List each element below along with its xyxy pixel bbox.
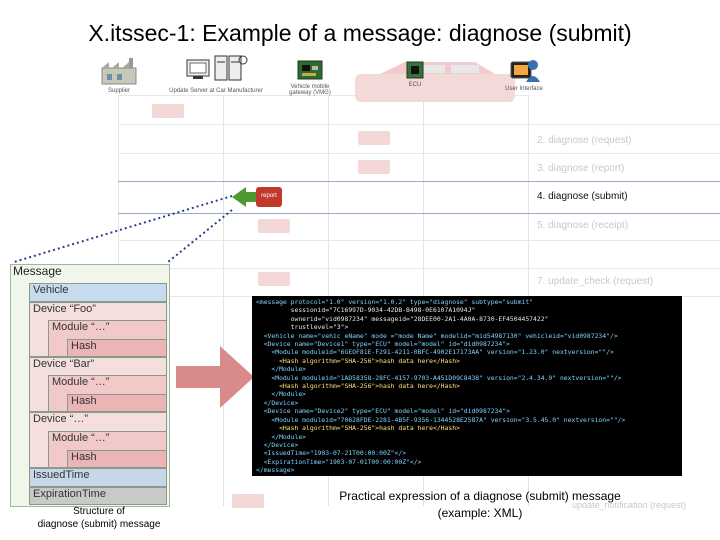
transform-arrow <box>176 346 254 408</box>
step-label-active: 4. diagnose (submit) <box>537 191 628 202</box>
highlighted-step-row <box>118 181 720 214</box>
xml-line: </Module> <box>256 390 307 399</box>
structure-device-label: Device “Bar” <box>33 358 95 370</box>
caption-line: Structure of <box>73 506 125 517</box>
xml-line: </message> <box>256 466 295 475</box>
structure-hash: Hash <box>67 450 167 468</box>
step-label: 3. diagnose (report) <box>537 163 625 174</box>
report-arrow-label: report <box>261 193 277 199</box>
xml-line: ownerid="vid0987234" messageid="28DEE00-… <box>256 314 549 323</box>
step-label: 2. diagnose (request) <box>537 135 632 146</box>
row-separator <box>118 240 720 241</box>
actor-label: Vehicle mobile gateway (VMG) <box>289 84 331 96</box>
faint-message-arrow <box>358 131 390 145</box>
row-separator <box>118 268 720 269</box>
xml-code-block: <message protocol="1.0" version="1.0.2" … <box>252 296 682 476</box>
xml-line: <ExpirationTime>"1903-07-01T00:00:00Z"</… <box>256 457 422 466</box>
factory-icon <box>101 58 137 85</box>
caption-line: (example: XML) <box>437 506 523 520</box>
step-label: 7. update_check (request) <box>537 276 654 287</box>
actor-supplier: Supplier <box>95 56 143 94</box>
structure-module-label: Module “…” <box>52 432 110 444</box>
structure-caption: Structure of diagnose (submit) message <box>10 505 188 531</box>
structure-device-label: Device “Foo” <box>33 303 96 315</box>
structure-module-label: Module “…” <box>52 376 110 388</box>
page-title: X.itssec-1: Example of a message: diagno… <box>88 20 632 46</box>
caption-line: Practical expression of a diagnose (subm… <box>339 489 621 503</box>
user-screen-icon <box>510 60 540 82</box>
xml-line: </Device> <box>256 440 299 449</box>
row-separator <box>118 124 720 125</box>
structure-hash: Hash <box>67 394 167 412</box>
faint-message-arrow <box>232 494 264 508</box>
xml-line: </Module> <box>256 365 307 374</box>
faint-message-arrow <box>258 219 290 233</box>
faint-message-arrow <box>358 160 390 174</box>
structure-vehicle: Vehicle <box>29 283 167 302</box>
xml-line: <Hash algorithm="SHA-256">hash data here… <box>256 424 460 433</box>
xml-line: <Module moduleid="6GEOF81E-F291-4211-0BF… <box>256 348 614 357</box>
xml-line: <IssuedTime>"1903-07-21T00:00:00Z"</> <box>256 449 407 458</box>
xml-line: <Hash algorithm="SHA-256">hash data here… <box>256 356 460 365</box>
actor-label: ECU <box>408 82 422 88</box>
xml-line: <Module moduleid="1AD58358-28FC-4157-970… <box>256 373 622 382</box>
actor-label: Update Server at Car Manufacturer <box>169 88 263 94</box>
xml-line: <Hash algorithm="SHA-256">hash data here… <box>256 382 460 391</box>
xml-line: trustlevel="3"> <box>256 323 349 332</box>
xml-caption: Practical expression of a diagnose (subm… <box>300 488 660 522</box>
row-separator <box>118 153 720 154</box>
caption-line: diagnose (submit) message <box>37 519 161 530</box>
xml-line: <Module moduleid="70628FDE-2281-4B5F-935… <box>256 415 626 424</box>
structure-expiration-time: ExpirationTime <box>29 487 167 505</box>
faint-message-arrow <box>258 272 290 286</box>
circuit-board-icon <box>297 60 323 80</box>
xml-line: </Module> <box>256 432 307 441</box>
structure-hash: Hash <box>67 339 167 357</box>
structure-message-label: Message <box>13 264 62 278</box>
chip-icon <box>406 61 424 79</box>
structure-issued-time: IssuedTime <box>29 468 167 487</box>
actor-ecu: ECU <box>398 60 432 88</box>
structure-module-label: Module “…” <box>52 321 110 333</box>
step-label: 5. diagnose (receipt) <box>537 220 629 231</box>
xml-line: sessionid="7C16997D-9034-42DB-B498-0E610… <box>256 306 476 315</box>
actor-user-interface: User Interface <box>494 56 554 92</box>
message-structure-diagram: Message Vehicle Device “Foo” Module “…” … <box>10 264 170 507</box>
faint-message-arrow <box>152 104 184 118</box>
xml-line: <Vehicle name="vehic eName" mode ="mode … <box>256 331 618 340</box>
xml-line: <Device name="Device1" type="ECU" model=… <box>256 340 510 349</box>
actor-vmg: Vehicle mobile gateway (VMG) <box>282 58 338 96</box>
step-label: update_notification (request) <box>572 500 687 510</box>
actor-label: Supplier <box>107 88 130 94</box>
xml-line: <message protocol="1.0" version="1.0.2" … <box>256 298 534 306</box>
actor-label: User Interface <box>505 86 543 92</box>
lane-divider <box>223 96 224 506</box>
actor-update-server: Update Server at Car Manufacturer <box>168 52 264 94</box>
xml-line: </Device> <box>256 398 299 407</box>
report-arrow <box>232 187 282 207</box>
structure-device-label: Device “…” <box>33 413 89 425</box>
xml-line: <Device name="Device2" type="ECU" model=… <box>256 407 510 416</box>
server-icon <box>186 55 248 81</box>
